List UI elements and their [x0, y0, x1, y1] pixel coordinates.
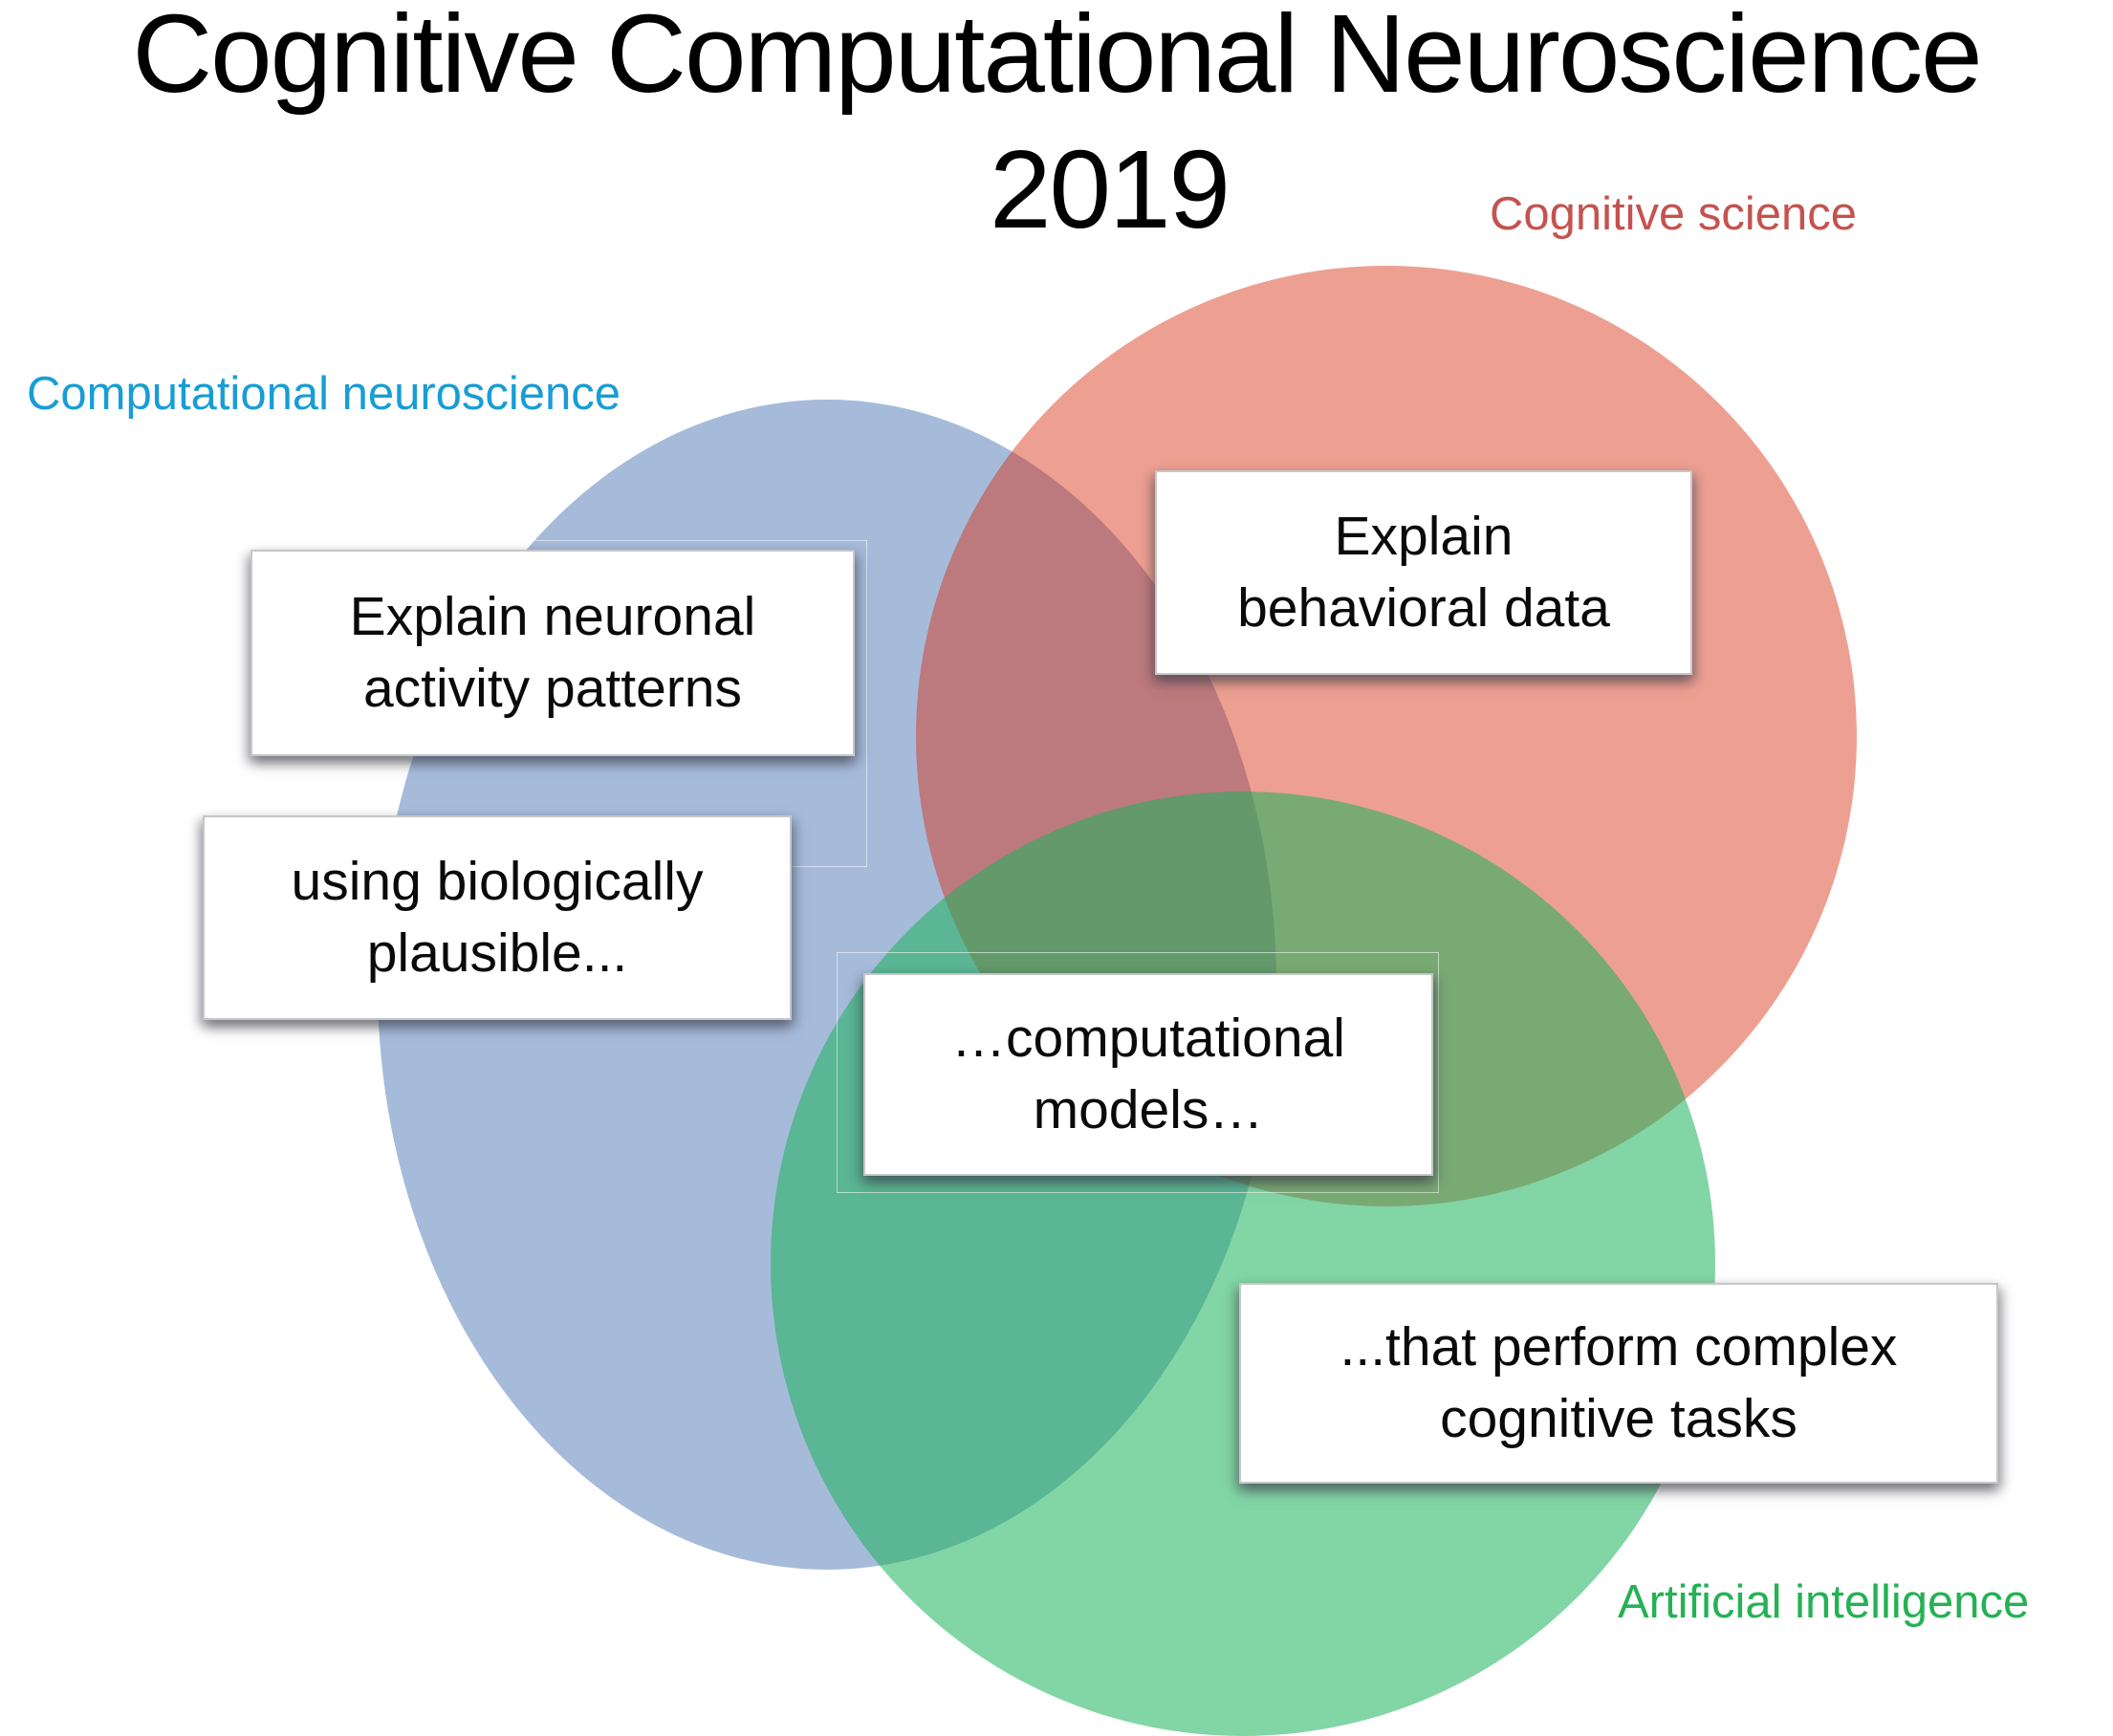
label-computational-neuroscience: Computational neuroscience: [27, 368, 621, 420]
callout-explain-neuronal-activity: Explain neuronal activity patterns: [251, 550, 855, 756]
title-line1: Cognitive Computational Neuroscience: [132, 0, 1982, 116]
callout-using-biologically-plausible-text: using biologically plausible...: [291, 850, 704, 984]
callout-perform-complex-tasks: ...that perform complex cognitive tasks: [1239, 1283, 1998, 1484]
title-year: 2019: [989, 126, 1231, 251]
callout-using-biologically-plausible: using biologically plausible...: [203, 815, 792, 1020]
callout-perform-complex-tasks-text: ...that perform complex cognitive tasks: [1340, 1315, 1898, 1449]
circle-artificial-intelligence: [771, 792, 1715, 1736]
callout-explain-behavioral-data: Explain behavioral data: [1155, 470, 1692, 675]
label-cognitive-science: Cognitive science: [1490, 188, 1858, 240]
label-artificial-intelligence: Artificial intelligence: [1618, 1576, 2030, 1628]
callout-explain-neuronal-activity-text: Explain neuronal activity patterns: [349, 585, 756, 719]
slide-title: Cognitive Computational Neuroscience 201…: [0, 0, 2113, 257]
callout-computational-models: …computational models…: [863, 973, 1433, 1176]
callout-explain-behavioral-data-text: Explain behavioral data: [1237, 505, 1610, 639]
callout-computational-models-text: …computational models…: [951, 1007, 1345, 1140]
